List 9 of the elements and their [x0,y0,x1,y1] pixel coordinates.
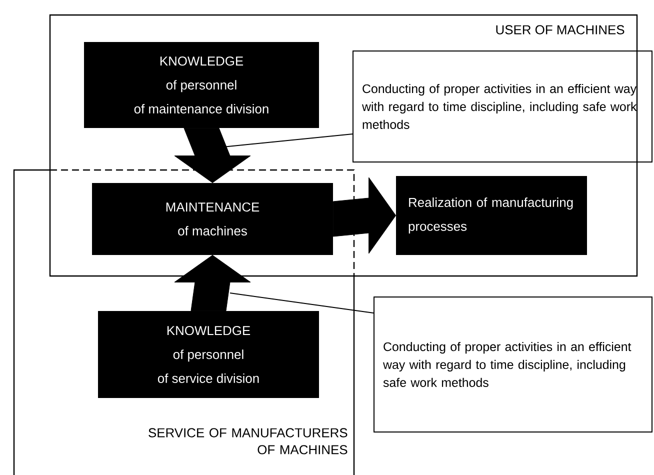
block-arrow [332,177,396,254]
callout-box: Conducting of proper activities in an efficient way with regard to time discipline, including safe work methods [374,296,652,432]
process-box: MAINTENANCE of machines [92,182,333,255]
block-arrow [174,128,251,184]
process-box: KNOWLEDGE of personnel of service division [98,310,319,398]
block-arrow [174,254,251,312]
leader-line [230,292,374,314]
process-box: KNOWLEDGE of personnel of maintenance division [84,42,319,128]
process-box: Realization of manufacturing processes [396,176,587,255]
